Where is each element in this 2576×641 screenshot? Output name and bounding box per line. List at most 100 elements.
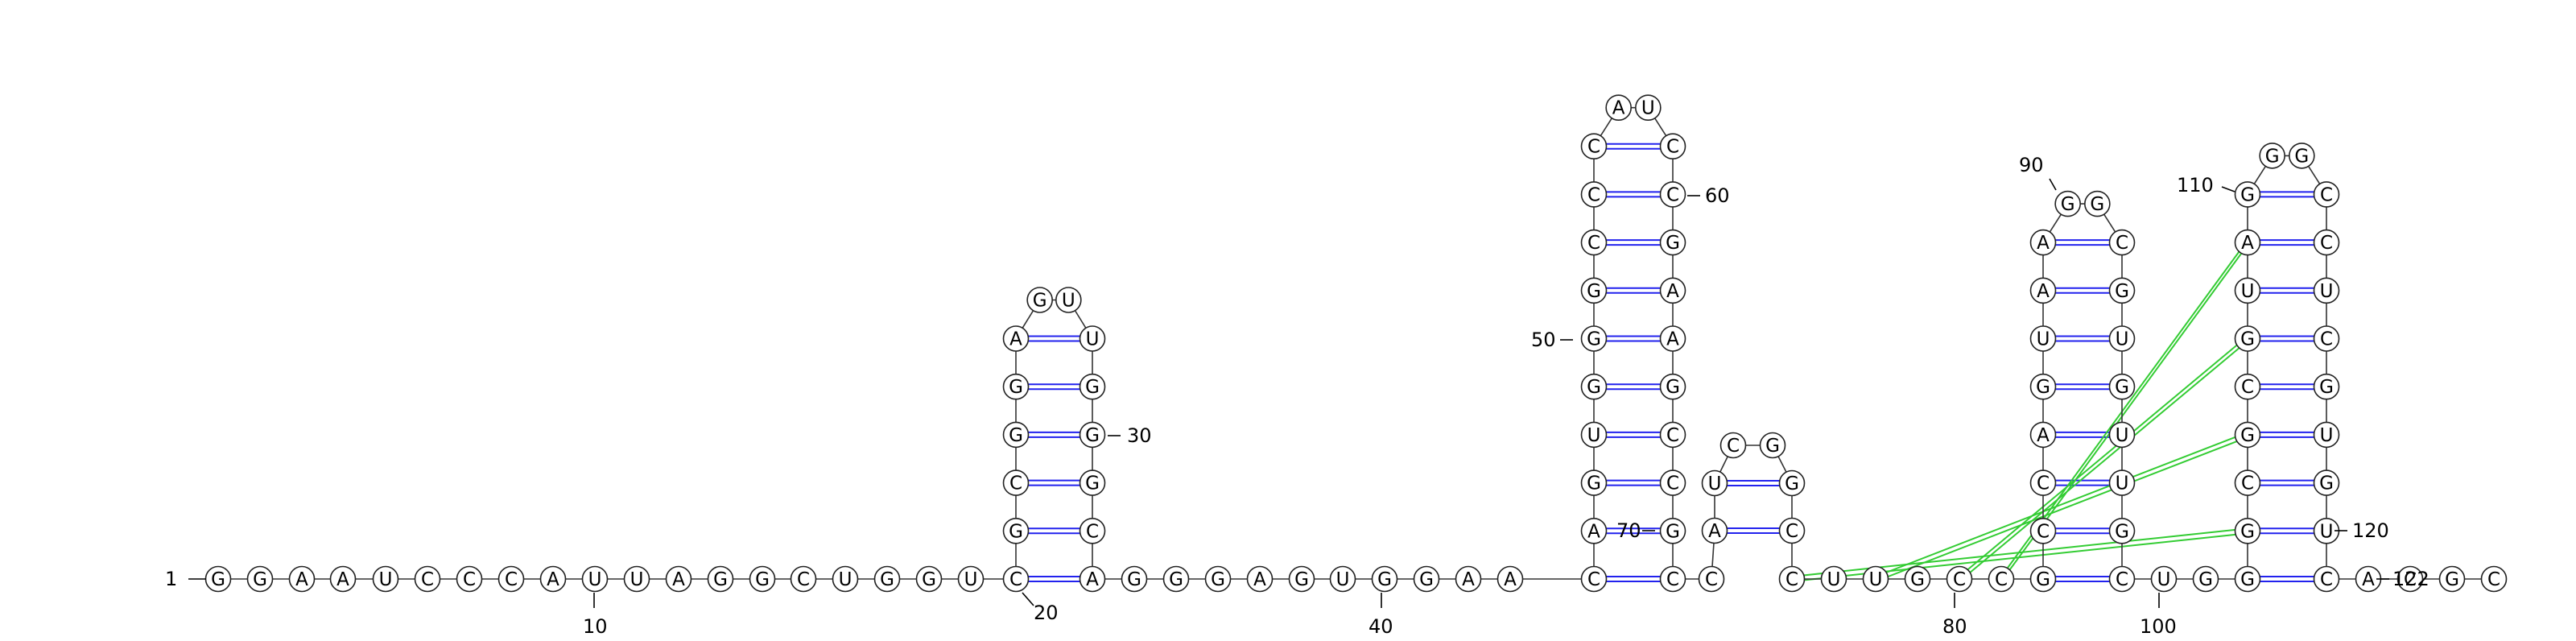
nucleotide-circle	[329, 565, 357, 593]
nucleotide-40: G	[1371, 565, 1398, 593]
nucleotide-circle	[1055, 287, 1082, 313]
nucleotide-letter: A	[2037, 425, 2050, 446]
nucleotide-letter: C	[1587, 137, 1600, 158]
nucleotide-letter: C	[1587, 184, 1600, 205]
nucleotide-letter: G	[2319, 377, 2334, 398]
nucleotide-11: U	[623, 565, 650, 593]
nucleotide-87: G	[2054, 190, 2081, 217]
nucleotide-73: C	[1778, 565, 1806, 593]
nucleotide-circle	[2029, 373, 2057, 400]
nucleotide-letter: C	[2320, 233, 2333, 254]
nucleotide-112: U	[2313, 277, 2340, 304]
nucleotide-68: U	[1701, 469, 1728, 497]
nucleotide-circle	[790, 565, 817, 593]
nucleotide-47: U	[1580, 421, 1608, 449]
nucleotide-circle	[2313, 373, 2340, 400]
nucleotide-circle	[2313, 277, 2340, 304]
nucleotide-36: G	[1204, 565, 1232, 593]
nucleotide-circle	[1413, 565, 1440, 593]
nucleotide-letter: A	[1666, 329, 1679, 350]
nucleotide-56: C	[1659, 133, 1686, 159]
nucleotide-letter: G	[1587, 377, 1601, 398]
nucleotide-114: G	[2313, 373, 2340, 400]
nucleotide-letter: U	[839, 569, 852, 590]
nucleotide-122: C	[2480, 565, 2508, 593]
nucleotide-circle	[1121, 565, 1148, 593]
nucleotide-2: G	[246, 565, 274, 593]
label-50: 50	[1531, 329, 1556, 351]
nucleotide-circle	[2234, 373, 2261, 400]
nucleotide-letter: G	[1127, 569, 1141, 590]
nucleotide-90: G	[2108, 277, 2136, 304]
nucleotide-letter: G	[211, 569, 225, 590]
nucleotide-62: C	[1659, 421, 1686, 449]
nucleotide-letter: G	[253, 569, 267, 590]
nucleotide-letter: A	[1504, 569, 1517, 590]
nucleotide-circle	[2234, 325, 2261, 352]
nucleotide-31: G	[1079, 469, 1106, 496]
nucleotide-76: G	[1904, 565, 1931, 593]
nucleotide-13: G	[707, 565, 734, 593]
nucleotide-circle	[497, 565, 525, 593]
nucleotide-circle	[1580, 565, 1608, 593]
label-110: 110	[2177, 174, 2214, 196]
nucleotide-54: A	[1605, 94, 1632, 121]
nucleotide-letter: G	[2240, 329, 2255, 350]
base-pair-layer	[1016, 143, 2326, 582]
nucleotide-circle	[665, 565, 692, 593]
nucleotide-circle	[2029, 421, 2057, 449]
nucleotide-circle	[2029, 469, 2057, 496]
nucleotide-letter: A	[2037, 281, 2050, 302]
label-70: 70	[1616, 519, 1641, 542]
nucleotide-letter: G	[755, 569, 770, 590]
nucleotide-19: U	[957, 565, 985, 593]
nucleotide-circle	[2313, 469, 2340, 496]
nucleotide-109: G	[2289, 143, 2315, 169]
nucleotide-circle	[1778, 517, 1806, 544]
nucleotide-circle	[2192, 565, 2219, 593]
nucleotide-3: A	[288, 565, 316, 593]
nucleotide-letter: G	[2240, 521, 2255, 542]
nucleotide-circle	[2313, 421, 2340, 449]
nucleotide-letter: U	[2320, 425, 2334, 446]
nucleotide-95: G	[2108, 517, 2136, 544]
nucleotide-circle	[2234, 421, 2261, 449]
nucleotide-41: G	[1413, 565, 1440, 593]
nucleotide-113: C	[2313, 325, 2340, 352]
nucleotide-49: G	[1580, 325, 1608, 352]
nucleotide-101: C	[2234, 469, 2261, 496]
nucleotide-letter: C	[2320, 184, 2333, 205]
nucleotide-letter: C	[1727, 436, 1740, 457]
nucleotide-letter: U	[2320, 521, 2334, 542]
nucleotide-38: G	[1288, 565, 1315, 593]
nucleotide-letter: U	[630, 569, 644, 590]
nucleotide-letter: G	[2265, 146, 2280, 167]
nucleotide-circle	[1659, 469, 1686, 496]
nucleotide-letter: U	[964, 569, 978, 590]
nucleotide-99: G	[2234, 565, 2261, 593]
nucleotide-letter: G	[2090, 194, 2104, 215]
nucleotide-letter: U	[2241, 281, 2255, 302]
nucleotide-letter: G	[880, 569, 894, 590]
nucleotide-91: U	[2108, 325, 2136, 352]
nucleotide-letter: A	[295, 569, 308, 590]
base-pair	[2043, 431, 2122, 438]
base-pair	[2248, 335, 2326, 342]
nucleotide-circle	[1288, 565, 1315, 593]
base-pair	[2043, 576, 2122, 582]
nucleotide-circle	[832, 565, 859, 593]
nucleotide-circle	[1778, 469, 1806, 497]
nucleotide-6: C	[414, 565, 441, 593]
nucleotide-9: A	[539, 565, 567, 593]
nucleotide-letter: A	[1587, 521, 1600, 542]
nucleotide-70: G	[1759, 432, 1786, 459]
nucleotide-circle	[1079, 469, 1106, 496]
nucleotide-circle	[957, 565, 985, 593]
nucleotide-letter: G	[1085, 425, 1100, 446]
nucleotide-letter: G	[1666, 377, 1680, 398]
nucleotide-circle	[1635, 94, 1662, 121]
nucleotide-circle	[1580, 133, 1608, 159]
nucleotide-57: C	[1659, 181, 1686, 208]
nucleotide-circle	[1002, 373, 1030, 400]
base-pair	[2043, 335, 2122, 342]
